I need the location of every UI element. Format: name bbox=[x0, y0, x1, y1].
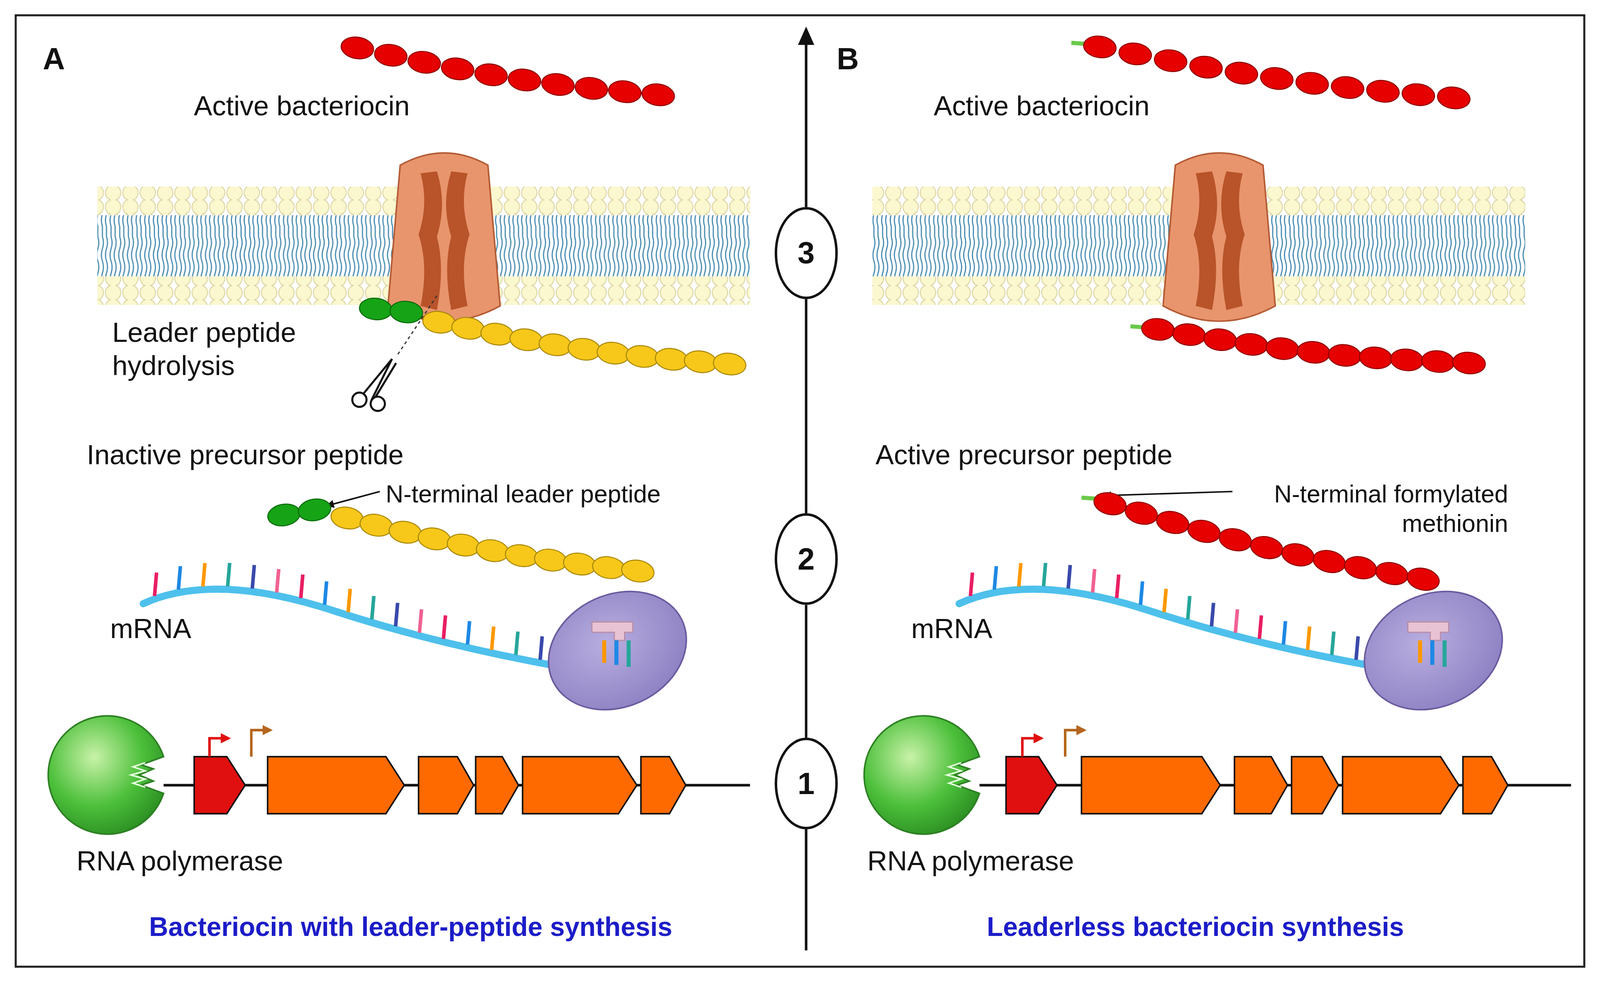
leader-arrow bbox=[326, 491, 381, 506]
step-oval: 1 bbox=[774, 737, 838, 830]
step-number: 1 bbox=[797, 765, 815, 802]
transporter bbox=[387, 153, 500, 322]
callout-label: N-terminal formylated methionin bbox=[1202, 479, 1509, 539]
rna-polymerase bbox=[864, 715, 980, 835]
gene-cluster bbox=[163, 756, 750, 815]
caption-label: Active bacteriocin bbox=[933, 89, 1150, 123]
callout-label: N-terminal leader peptide bbox=[385, 479, 661, 510]
mrna-label: mRNA bbox=[110, 612, 192, 646]
step-oval: 2 bbox=[774, 513, 838, 605]
axis-connector bbox=[805, 604, 807, 738]
mrna-label: mRNA bbox=[911, 612, 993, 646]
process-label: Leader peptide hydrolysis bbox=[112, 316, 368, 383]
caption-label: Active bacteriocin bbox=[193, 89, 410, 123]
formyl-tip bbox=[1081, 497, 1096, 499]
transporter bbox=[1163, 153, 1276, 322]
step-number: 3 bbox=[797, 235, 815, 271]
frame bbox=[15, 15, 1585, 967]
mrna-bases bbox=[970, 563, 1383, 665]
scissors bbox=[352, 358, 397, 411]
leader-arrow bbox=[1103, 491, 1233, 496]
rna-polymerase bbox=[48, 715, 164, 835]
axis-line bbox=[804, 40, 808, 208]
promoter-arrow bbox=[209, 738, 230, 757]
promoter-arrow bbox=[1065, 730, 1085, 757]
caption-label: Inactive precursor peptide bbox=[86, 438, 404, 472]
axis-connector bbox=[805, 299, 807, 514]
panel-letter: A bbox=[42, 40, 65, 78]
illustration-details bbox=[154, 563, 1383, 665]
panel-title: Bacteriocin with leader-peptide synthesi… bbox=[15, 911, 807, 944]
panel-letter: B bbox=[836, 40, 859, 78]
ribosome bbox=[1344, 569, 1522, 732]
peptide-chain bbox=[265, 496, 333, 529]
axis-arrowhead bbox=[797, 26, 815, 45]
mrna-bases bbox=[154, 563, 567, 665]
step-number: 2 bbox=[797, 541, 815, 577]
enzyme-label: RNA polymerase bbox=[76, 844, 283, 879]
panel-title: Leaderless bacteriocin synthesis bbox=[806, 911, 1585, 944]
promoter-arrow bbox=[1022, 738, 1042, 757]
caption-label: Active precursor peptide bbox=[875, 438, 1173, 472]
enzyme-label: RNA polymerase bbox=[867, 844, 1074, 879]
peptide-chain bbox=[358, 296, 424, 325]
ribosome bbox=[529, 569, 706, 732]
peptide-chain bbox=[329, 504, 656, 585]
axis-line bbox=[804, 829, 808, 951]
peptide-chain bbox=[421, 309, 748, 378]
gene-cluster bbox=[979, 756, 1572, 815]
promoter-arrow bbox=[251, 730, 271, 757]
peptide-chain bbox=[1140, 317, 1487, 376]
step-oval: 3 bbox=[774, 207, 838, 299]
